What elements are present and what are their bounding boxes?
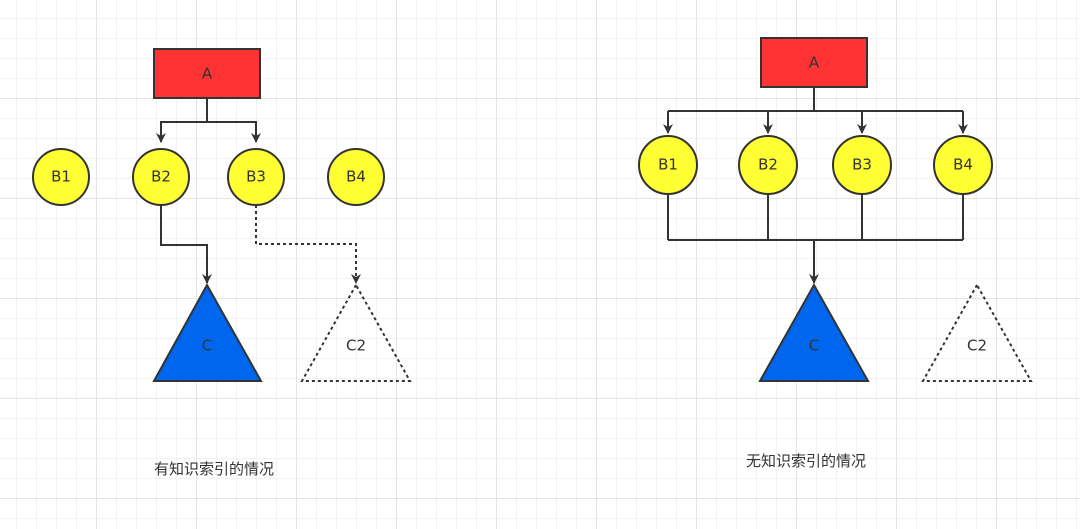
node-b2-label: B2	[151, 168, 171, 186]
edge-a-to-b2	[156, 98, 208, 143]
edge-b2-to-c	[160, 205, 212, 284]
node-b3-label: B3	[852, 156, 872, 174]
edge-b3-to-c2	[255, 205, 361, 284]
node-b4-label: B4	[346, 168, 366, 186]
node-b4	[327, 148, 385, 206]
node-c2	[300, 282, 412, 382]
node-a-label: A	[202, 65, 213, 83]
right-diagram: A B1 B2 B3 B4 C C2	[638, 37, 1033, 382]
node-b4	[933, 135, 993, 195]
node-c	[758, 282, 870, 382]
node-a-label: A	[809, 54, 820, 72]
node-b1	[638, 135, 698, 195]
node-c2-label: C2	[967, 337, 987, 355]
node-b2-label: B2	[758, 156, 778, 174]
node-c	[152, 282, 263, 382]
node-c-label: C	[809, 337, 819, 355]
node-b1-label: B1	[658, 156, 678, 174]
node-b4-label: B4	[953, 156, 973, 174]
node-b3	[227, 148, 285, 206]
left-diagram: A B1 B2 B3 B4 C C2	[32, 48, 412, 382]
node-b2	[738, 135, 798, 195]
node-b2	[132, 148, 190, 206]
node-b1-label: B1	[51, 168, 71, 186]
node-c2	[921, 282, 1033, 382]
node-c-label: C	[202, 337, 212, 355]
edge-a-to-b3	[207, 121, 261, 143]
node-c2-label: C2	[346, 337, 366, 355]
node-a	[153, 48, 261, 99]
left-caption: 有知识索引的情况	[154, 460, 275, 478]
right-caption: 无知识索引的情况	[746, 452, 867, 470]
node-a	[760, 37, 868, 88]
node-b3-label: B3	[246, 168, 266, 186]
node-b3	[832, 135, 892, 195]
node-b1	[32, 148, 90, 206]
